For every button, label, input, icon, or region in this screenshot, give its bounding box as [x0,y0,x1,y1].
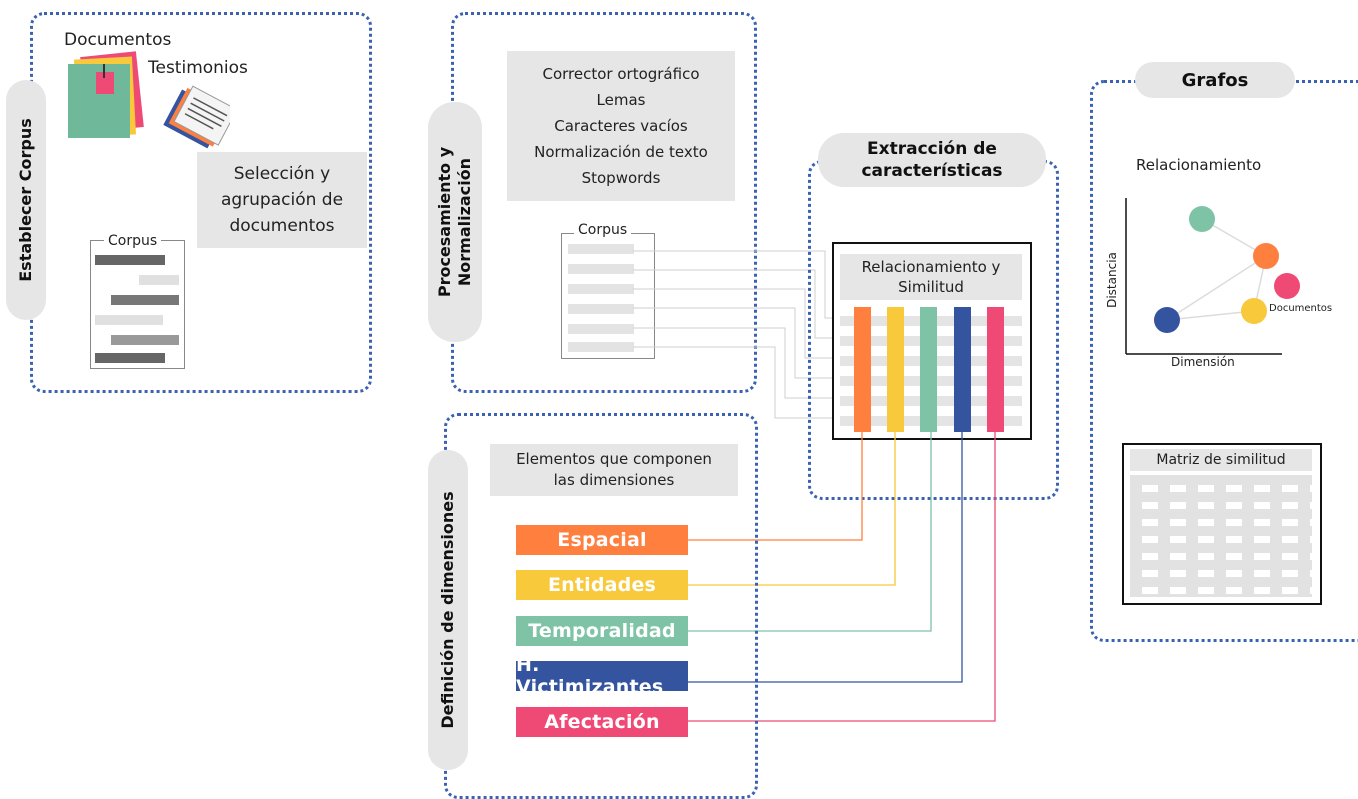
y-axis-label: Distancia [1105,252,1119,308]
testimonies-label: Testimonios [148,58,248,78]
processing-steps-box: Corrector ortográfico Lemas Caracteres v… [507,51,735,201]
relation-graph [1125,198,1300,355]
graph-node [1241,298,1267,324]
dimensions-subtitle-box: Elementos que componen las dimensiones [490,444,738,496]
graph-node [1189,206,1215,232]
selection-box: Selección y agrupación de documentos [197,152,367,248]
dimension-afectacion: Afectación [516,707,688,737]
corpus-section-title-pill [6,80,46,320]
dimension-espacial: Espacial [516,525,688,555]
matrix-label-line2: Similitud [898,278,964,296]
feature-matrix-label-box: Relacionamiento y Similitud [840,254,1022,300]
extraction-title-line2: características [861,161,1003,181]
node-label: Documentos [1269,303,1333,314]
processing-step: Stopwords [581,169,661,187]
graph-node [1274,273,1300,299]
dimensions-title: Definición de dimensiones [438,491,457,729]
documents-icon [68,51,230,149]
dimension-h-victimizantes: H. Victimizantes [516,654,688,698]
processing-step: Lemas [596,91,646,109]
graphs-title: Grafos [1181,69,1249,91]
dimensions-title-pill [428,450,468,770]
dimension-temporalidad: Temporalidad [516,616,688,646]
processing-section-title-pill [428,102,482,342]
processing-corpus-label: Corpus [574,222,632,238]
selection-text: Selección y agrupación de documentos [220,164,344,236]
extraction-title-pill: Extracción de características [818,133,1046,187]
graph-node [1253,243,1279,269]
similarity-matrix-title-box: Matriz de similitud [1130,449,1312,471]
dimensions-subtitle-line1: Elementos que componen [516,450,712,468]
similarity-matrix-title: Matriz de similitud [1156,452,1286,468]
dimension-entidades: Entidades [516,570,688,600]
processing-step: Caracteres vacíos [554,117,688,135]
dimensions-subtitle-line2: las dimensiones [553,471,675,489]
similarity-matrix: Matriz de similitud [1122,443,1322,605]
graph-node [1154,307,1180,333]
matrix-label-line1: Relacionamiento y [861,258,1001,276]
documents-label: Documentos [64,30,172,50]
processing-step: Corrector ortográfico [542,65,700,83]
corpus-document-label: Corpus [104,233,162,249]
processing-step: Normalización de texto [534,143,708,161]
relation-title: Relacionamiento [1136,156,1262,174]
graphs-title-pill: Grafos [1135,62,1295,98]
x-axis-label: Dimensión [1171,355,1235,369]
extraction-title-line1: Extracción de [867,139,997,159]
